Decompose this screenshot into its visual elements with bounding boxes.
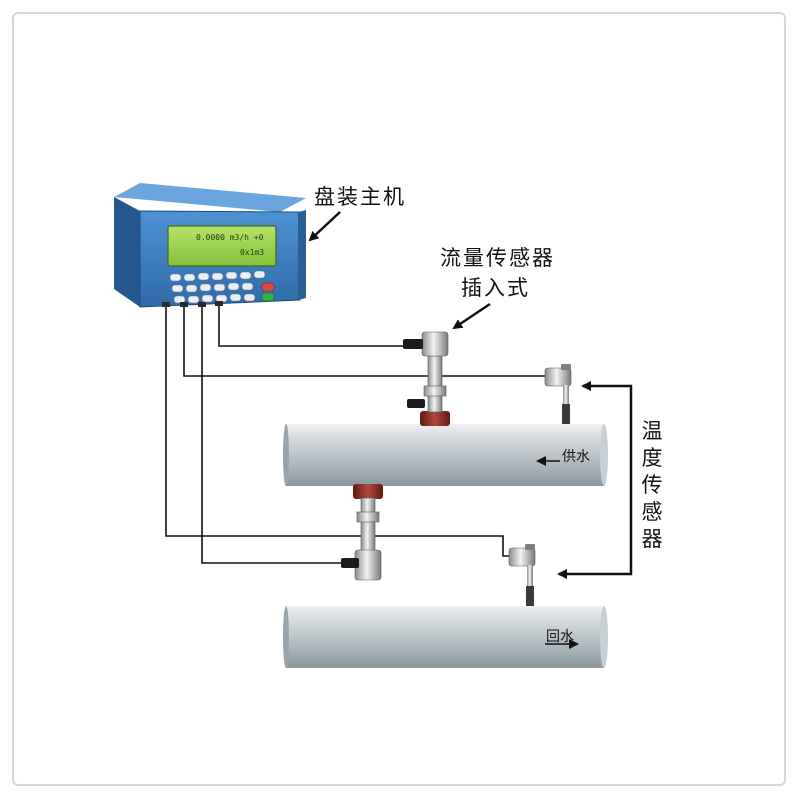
temp-sensor-supply (544, 364, 572, 424)
return-pipe-end (600, 606, 608, 668)
temp-sensor-neck (563, 385, 569, 405)
temp-sensor-bracket (608, 384, 633, 576)
key (187, 295, 200, 304)
key (225, 271, 238, 280)
key (241, 282, 254, 291)
main-unit-top (114, 183, 306, 212)
main-unit-side (114, 197, 140, 307)
wire-temp-sensor-supply (183, 306, 545, 377)
key (243, 293, 256, 302)
key-red (261, 282, 275, 292)
flow-sensor-flange (353, 484, 383, 499)
flow-sensor-supply (403, 331, 450, 426)
key (227, 282, 240, 291)
callout-arrows (308, 211, 633, 579)
cable-gland (162, 302, 170, 307)
key (183, 273, 196, 282)
lcd-line-2: 0x1m3 (240, 248, 265, 257)
wire-flow-sensor-supply (218, 306, 404, 347)
key (213, 283, 226, 292)
supply-pipe-body (286, 424, 604, 486)
cable-glands (162, 301, 223, 307)
return-pipe-body (286, 606, 604, 668)
label-temp-sensor: 温度传感器 (641, 419, 665, 551)
main-unit-bezel (298, 210, 306, 300)
key (169, 273, 182, 282)
temp-sensor-head (544, 367, 572, 387)
wire-temp-sensor-return (165, 306, 511, 557)
lcd-screen (167, 225, 277, 267)
flow-sensor-nut (356, 511, 380, 523)
keypad (169, 270, 266, 304)
cable-gland (198, 302, 206, 307)
key-green (261, 292, 275, 302)
return-pipe (283, 606, 608, 668)
lcd-line-1: 0.0000 m3/h +0 (196, 233, 264, 242)
flow-sensor-stem (427, 355, 443, 413)
temp-sensor-head (508, 547, 536, 567)
supply-pipe-end (600, 424, 608, 486)
flow-sensor-stem (360, 497, 376, 559)
flow-sensor-head (421, 331, 449, 357)
key (229, 293, 242, 302)
label-insertion-type: 插入式 (461, 276, 530, 300)
key (253, 270, 266, 279)
temp-sensor-probe (562, 404, 570, 424)
key (201, 294, 214, 303)
key (215, 294, 228, 303)
cable-gland (215, 301, 223, 306)
image-frame (12, 12, 786, 786)
temp-sensor-probe (526, 586, 534, 606)
key (173, 295, 186, 304)
temp-sensor-cap (561, 364, 571, 370)
temp-sensor-return (508, 544, 536, 606)
key (239, 271, 252, 280)
label-main-unit: 盘装主机 (314, 185, 406, 209)
temp-sensor-neck (527, 565, 533, 587)
main-unit-arrow (308, 211, 341, 242)
temp-sensor-cap (525, 544, 535, 550)
flow-sensor-flange (420, 411, 450, 426)
wire-flow-sensor-return (201, 306, 344, 564)
return-pipe-start (283, 606, 289, 668)
flow-sensor-nut (423, 385, 447, 397)
key (185, 284, 198, 293)
flow-sensor-connector (403, 339, 423, 349)
flow-sensor-connector-2 (407, 399, 425, 408)
wiring (165, 306, 545, 564)
cable-gland (180, 302, 188, 307)
key (197, 272, 210, 281)
flow-sensor-arrow (452, 302, 491, 330)
label-supply-water: 供水 (562, 449, 590, 465)
key (171, 284, 184, 293)
key (211, 272, 224, 281)
label-return-water: 回水 (546, 629, 574, 645)
supply-pipe (283, 424, 608, 486)
flow-sensor-return (341, 484, 383, 581)
flow-sensor-connector (341, 558, 359, 568)
main-unit (114, 183, 306, 308)
supply-pipe-start (283, 424, 289, 486)
key (199, 283, 212, 292)
flow-arrows (536, 456, 579, 649)
label-flow-sensor: 流量传感器 (440, 246, 555, 270)
